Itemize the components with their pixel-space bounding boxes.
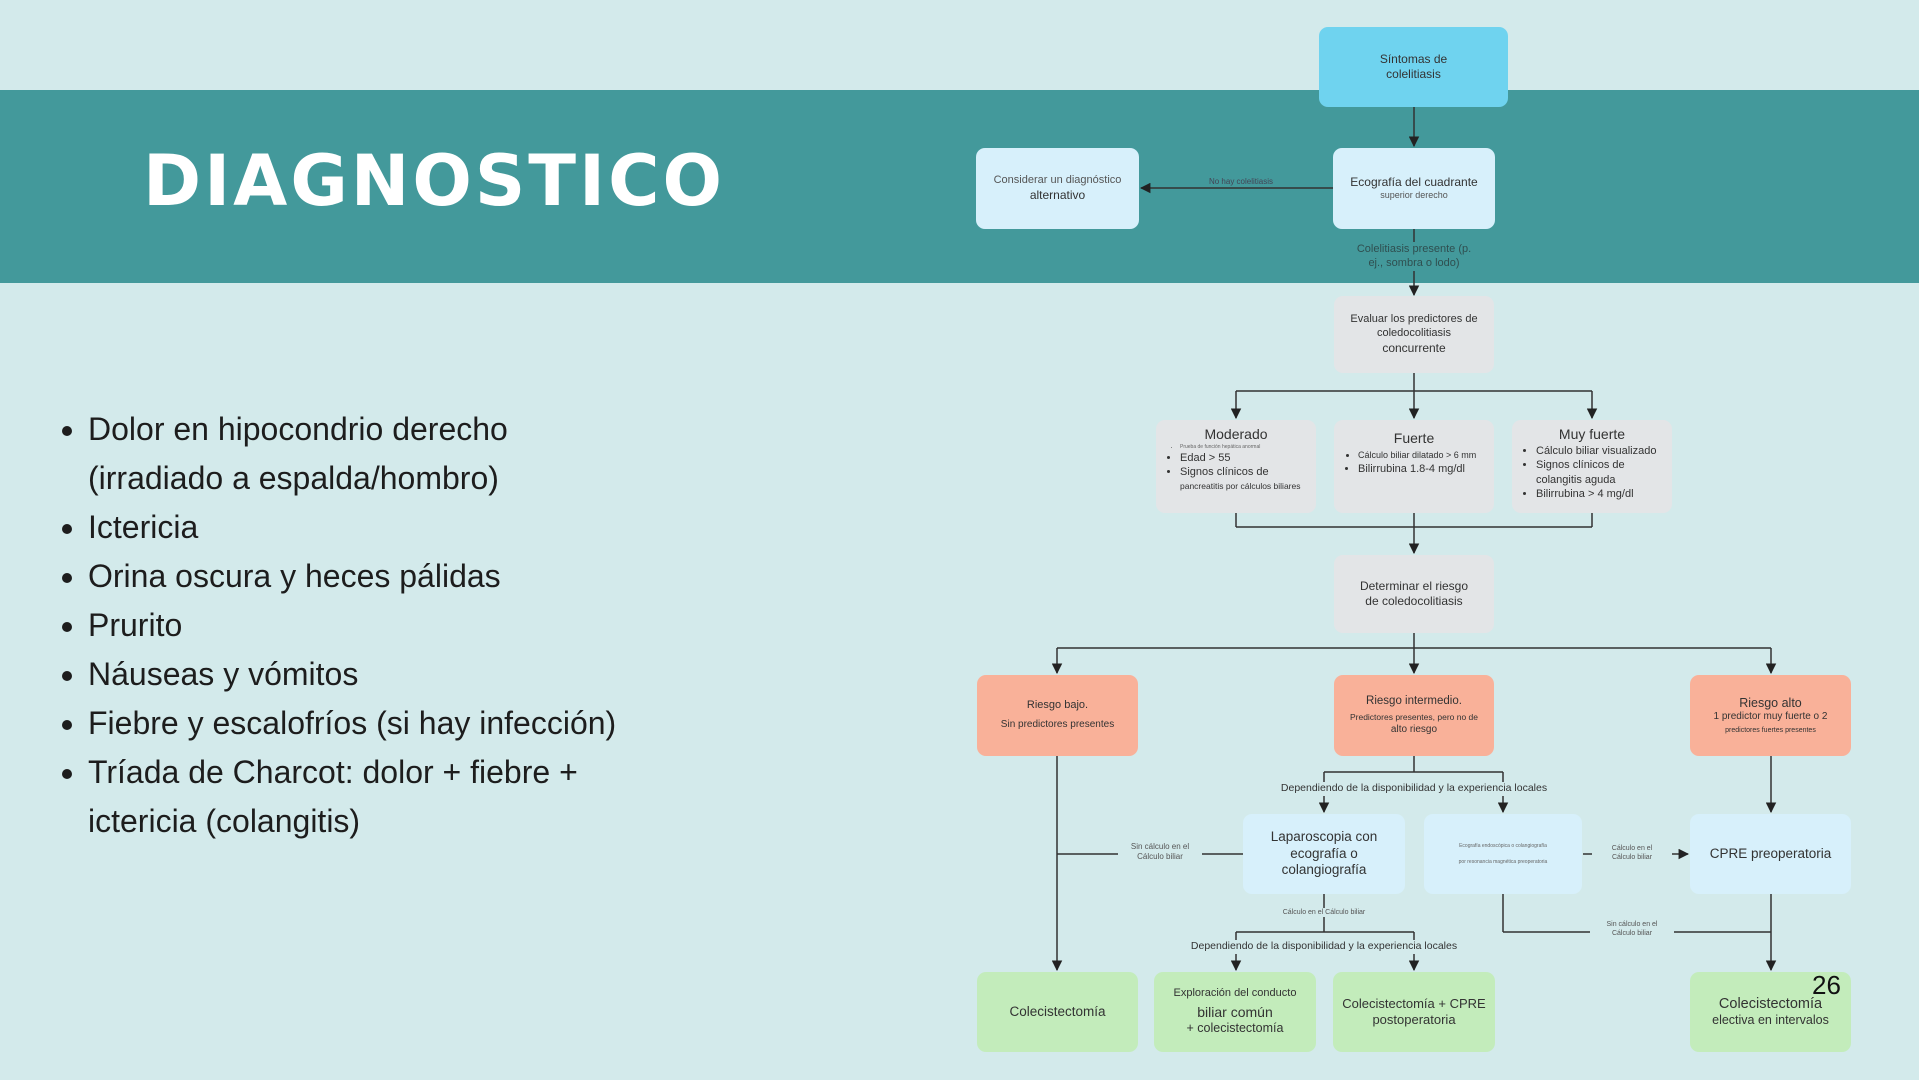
node-moderado: Moderado Prueba de función hepática anor… — [1156, 420, 1316, 513]
edge-label-stone-right: Cálculo en el Cálculo biliar — [1592, 844, 1672, 863]
list-item: Ictericia — [88, 503, 648, 552]
list-item: Náuseas y vómitos — [88, 650, 648, 699]
list-item: Tríada de Charcot: dolor + fiebre + icte… — [88, 748, 648, 846]
symptom-list: Dolor en hipocondrio derecho (irradiado … — [52, 405, 648, 846]
page-number: 26 — [1812, 970, 1841, 1000]
edge-label-depends-1: Dependiendo de la disponibilidad y la ex… — [1254, 782, 1574, 796]
node-evaluar: Evaluar los predictores de coledocolitia… — [1334, 296, 1494, 373]
list-item: Prueba de función hepática anormal — [1180, 444, 1310, 451]
list-item: Bilirrubina > 4 mg/dl — [1536, 487, 1666, 501]
node-determinar-riesgo: Determinar el riesgo de coledocolitiasis — [1334, 555, 1494, 633]
node-cpre-preoperatoria: CPRE preoperatoria — [1690, 814, 1851, 894]
edge-label-stones: Colelitiasis presente (p. ej., sombra o … — [1324, 242, 1504, 271]
node-muy-fuerte: Muy fuerte Cálculo biliar visualizado Si… — [1512, 420, 1672, 513]
node-ecografia-endoscopica: Ecografía endoscópica o colangiografía p… — [1424, 814, 1582, 894]
list-item: Prurito — [88, 601, 648, 650]
list-item: Fiebre y escalofríos (si hay infección) — [88, 699, 648, 748]
node-exploracion: Exploración del conducto biliar común + … — [1154, 972, 1316, 1052]
node-colecistectomia: Colecistectomía — [977, 972, 1138, 1052]
list-item: Bilirrubina 1.8-4 mg/dl — [1358, 462, 1488, 476]
slide-title: DIAGNOSTICO — [143, 140, 725, 222]
list-item: Cálculo biliar dilatado > 6 mm — [1358, 450, 1488, 462]
node-riesgo-bajo: Riesgo bajo. Sin predictores presentes — [977, 675, 1138, 756]
node-alternativo: Considerar un diagnóstico alternativo — [976, 148, 1139, 229]
node-sintomas: Síntomas de colelitiasis — [1319, 27, 1508, 107]
list-item: Orina oscura y heces pálidas — [88, 552, 648, 601]
list-item: Signos clínicos de colangitis aguda — [1536, 458, 1666, 487]
node-ecografia: Ecografía del cuadrante superior derecho — [1333, 148, 1495, 229]
list-item: Dolor en hipocondrio derecho (irradiado … — [88, 405, 648, 503]
node-riesgo-alto: Riesgo alto 1 predictor muy fuerte o 2 p… — [1690, 675, 1851, 756]
edge-label-no-stone-left: Sin cálculo en el Cálculo biliar — [1118, 842, 1202, 863]
edge-label-depends-2: Dependiendo de la disponibilidad y la ex… — [1164, 940, 1484, 954]
edge-label-stone-below: Cálculo en el Cálculo biliar — [1264, 908, 1384, 918]
node-cpre-postoperatoria: Colecistectomía + CPRE postoperatoria — [1333, 972, 1495, 1052]
node-laparoscopia: Laparoscopia con ecografía o colangiogra… — [1243, 814, 1405, 894]
edge-label-no-stones: No hay colelitiasis — [1196, 177, 1286, 188]
node-riesgo-intermedio: Riesgo intermedio. Predictores presentes… — [1334, 675, 1494, 756]
list-item: Edad > 55 — [1180, 451, 1310, 465]
list-item: Cálculo biliar visualizado — [1536, 444, 1666, 458]
title-banner — [0, 90, 1919, 283]
node-fuerte: Fuerte Cálculo biliar dilatado > 6 mm Bi… — [1334, 420, 1494, 513]
edge-label-no-stone-right: Sin cálculo en el Cálculo biliar — [1590, 920, 1674, 939]
node-colecistectomia-electiva: Colecistectomía electiva en intervalos — [1690, 972, 1851, 1052]
